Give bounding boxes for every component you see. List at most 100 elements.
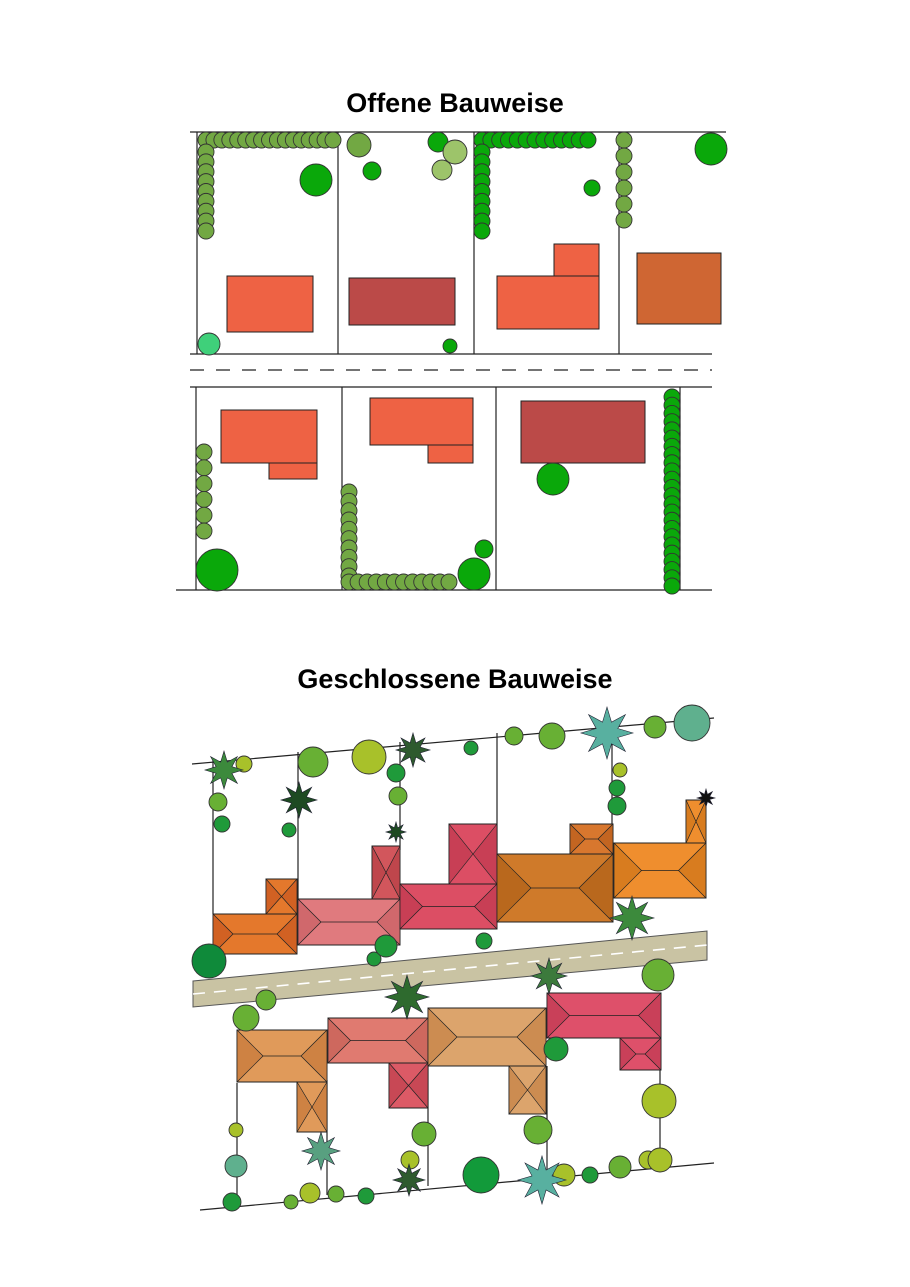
plant (579, 705, 635, 761)
roof-hip (685, 799, 697, 822)
plant (279, 780, 319, 820)
roof-hip (508, 1065, 528, 1091)
roof-hip (276, 913, 298, 935)
tree (474, 539, 494, 559)
tree (475, 932, 493, 950)
roof-hip (569, 838, 586, 855)
roof-hip (399, 906, 423, 930)
roof-hip (678, 870, 707, 899)
tree (612, 762, 628, 778)
roof-hip (695, 799, 707, 822)
plant (529, 956, 569, 996)
tree (504, 726, 524, 746)
tree (462, 1156, 500, 1194)
tree (583, 179, 601, 197)
hedge-shrub (195, 443, 213, 461)
hedge-shrub (195, 459, 213, 477)
hedge-shrub (195, 506, 213, 524)
roof-hip (376, 898, 401, 923)
house (348, 277, 456, 326)
hedge-shrub (197, 222, 215, 240)
plant (384, 820, 408, 844)
tree (523, 1115, 553, 1145)
roof-hip (644, 1037, 662, 1055)
roof-hip (281, 878, 298, 897)
roof-hip (638, 1015, 662, 1039)
tree (386, 763, 406, 783)
hedge-shrub (440, 573, 458, 591)
tree (232, 1004, 260, 1032)
tree (647, 1147, 673, 1173)
tree (357, 1187, 375, 1205)
plant (391, 1162, 427, 1198)
roof-hip (578, 887, 614, 923)
roof-hip (644, 1053, 662, 1071)
roof-hip (297, 921, 322, 946)
tree (351, 739, 387, 775)
tree (641, 958, 675, 992)
house (226, 275, 314, 333)
hedge-shrub (663, 577, 681, 595)
tree (457, 557, 491, 591)
hedge-shrub (324, 131, 342, 149)
roof-hip (265, 896, 282, 915)
roof-hip (388, 1062, 409, 1086)
tree (431, 159, 453, 181)
hedge-shrub (615, 179, 633, 197)
tree (213, 815, 231, 833)
hedge-shrub (615, 211, 633, 229)
roof-hip (427, 1036, 458, 1067)
roof-hip (236, 1029, 264, 1057)
tree (224, 1154, 248, 1178)
house-annex (268, 462, 318, 480)
tree (607, 796, 627, 816)
plant (383, 973, 431, 1021)
house-annex (427, 444, 474, 464)
plant (394, 731, 432, 769)
tree (694, 132, 728, 166)
hedge-shrub (579, 131, 597, 149)
tree (327, 1185, 345, 1203)
tree (208, 792, 228, 812)
roof-hip (405, 1017, 429, 1041)
roof-hip (388, 1085, 409, 1109)
tree (643, 715, 667, 739)
plant (516, 1154, 568, 1206)
roof-hip (474, 906, 498, 930)
open-plan (176, 131, 728, 595)
tree (346, 132, 372, 158)
tree (581, 1166, 599, 1184)
roof-hip (311, 1106, 328, 1133)
tree (191, 943, 227, 979)
tree (197, 332, 221, 356)
roof-hip (296, 1081, 313, 1108)
tree (536, 462, 570, 496)
roof-hip (569, 823, 586, 840)
house (220, 409, 318, 464)
roof-hip (276, 933, 298, 955)
roof-hip (265, 878, 282, 897)
hedge-shrub (615, 147, 633, 165)
tree (283, 1194, 299, 1210)
roof-hip (327, 1040, 351, 1064)
roof-hip (619, 1037, 637, 1055)
roof-hip (236, 1055, 264, 1083)
title-open: Offene Bauweise (346, 88, 564, 118)
hedge-shrub (615, 195, 633, 213)
tree (299, 163, 333, 197)
tree (228, 1122, 244, 1138)
plant (695, 787, 717, 809)
lot-boundary-bottom (199, 1162, 715, 1211)
hedge-shrub (195, 475, 213, 493)
roof-hip (613, 870, 642, 899)
roof-hip (546, 1015, 570, 1039)
tree (299, 1182, 321, 1204)
tree (366, 951, 382, 967)
tree (673, 704, 711, 742)
roof-hip (399, 883, 423, 907)
roof-hip (685, 821, 697, 844)
tree (281, 822, 297, 838)
lot-boundary-top (191, 717, 715, 765)
road-centerline (192, 944, 708, 995)
